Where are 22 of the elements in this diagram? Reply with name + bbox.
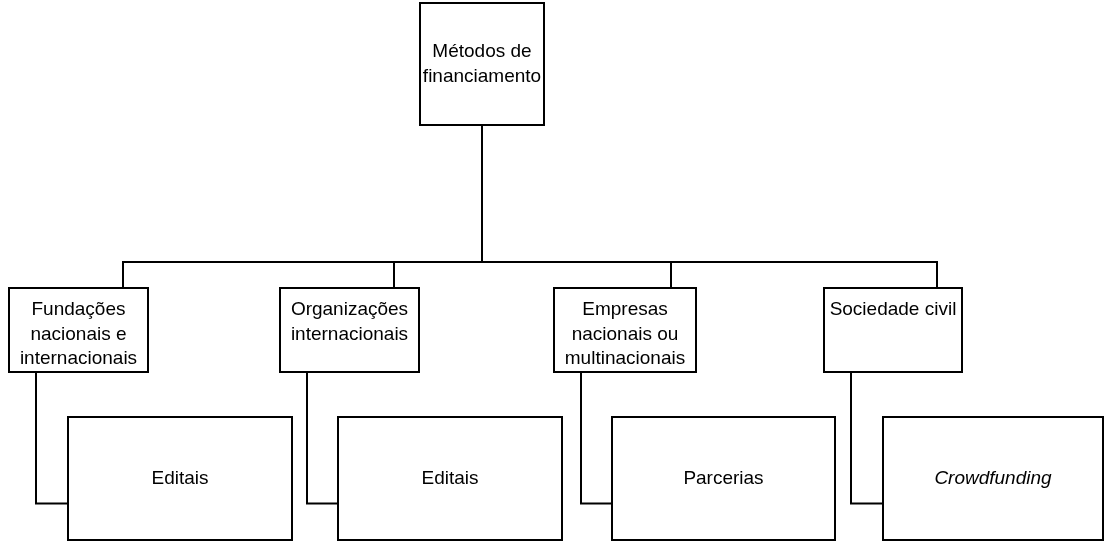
text-box (279, 287, 420, 373)
text-box (8, 287, 149, 373)
connector-line (306, 372, 338, 505)
box-label: Parcerias (683, 466, 764, 491)
box-label: Empresas nacionais ou multinacionais (563, 297, 687, 371)
text-box (67, 416, 293, 541)
text-box (882, 416, 1104, 541)
box-label: Crowdfunding (934, 466, 1052, 491)
connector-line (35, 372, 68, 505)
connector-line (580, 372, 612, 505)
text-box (419, 2, 545, 126)
box-label: Editais (421, 466, 479, 491)
box-label: Fundações nacionais e internacionais (18, 297, 139, 371)
box-label: Organizações internacionais (289, 297, 410, 346)
text-box (553, 287, 697, 373)
text-box (337, 416, 563, 541)
connector-line (850, 372, 883, 505)
text-box (611, 416, 836, 541)
box-label: Sociedade civil (829, 297, 957, 321)
text-box (823, 287, 963, 373)
box-label: Editais (151, 466, 209, 491)
box-label: Métodos de financiamento (422, 39, 542, 88)
